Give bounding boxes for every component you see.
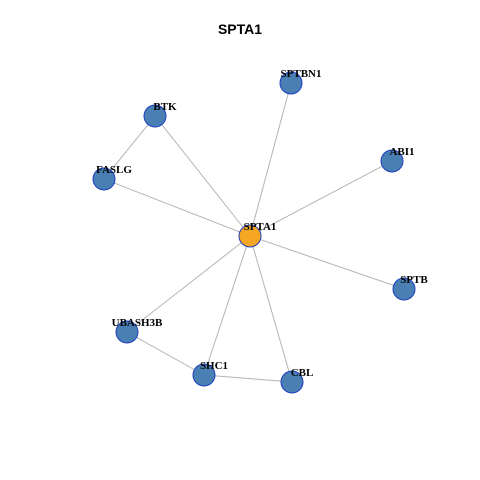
node-label-cbl: CBL: [291, 367, 314, 379]
node-circle-ubash3b: [115, 320, 139, 344]
node-abi1: ABI1: [380, 146, 415, 173]
edge-spta1-shc1: [203, 235, 251, 376]
edge-shc1-cbl: [203, 374, 293, 383]
node-label-faslg: FASLG: [96, 164, 132, 176]
node-label-shc1: SHC1: [200, 360, 228, 372]
node-label-ubash3b: UBASH3B: [112, 317, 163, 329]
edge-spta1-sptbn1: [249, 82, 292, 237]
node-faslg: FASLG: [92, 164, 132, 191]
node-label-sptb: SPTB: [400, 274, 428, 286]
edge-spta1-abi1: [249, 160, 393, 237]
node-spta1: SPTA1: [238, 221, 277, 248]
node-label-abi1: ABI1: [389, 146, 414, 158]
node-ubash3b: UBASH3B: [112, 317, 163, 344]
node-label-sptbn1: SPTBN1: [281, 68, 322, 80]
edge-spta1-faslg: [103, 178, 251, 237]
node-circle-sptb: [392, 277, 416, 301]
node-sptb: SPTB: [392, 274, 428, 301]
node-circle-abi1: [380, 149, 404, 173]
edge-spta1-btk: [154, 115, 251, 237]
node-circle-sptbn1: [279, 71, 303, 95]
chart-title: SPTA1: [217, 21, 263, 37]
node-label-spta1: SPTA1: [244, 221, 277, 233]
node-circle-faslg: [92, 167, 116, 191]
node-circle-cbl: [280, 370, 304, 394]
node-circle-spta1: [238, 224, 262, 248]
edge-spta1-cbl: [249, 235, 293, 383]
node-sptbn1: SPTBN1: [279, 68, 322, 95]
node-label-btk: BTK: [153, 101, 177, 113]
node-circle-shc1: [192, 363, 216, 387]
edge-spta1-sptb: [249, 235, 405, 290]
edge-btk-faslg: [103, 115, 156, 180]
edge-ubash3b-shc1: [126, 331, 205, 376]
node-cbl: CBL: [280, 367, 314, 394]
node-btk: BTK: [143, 101, 177, 128]
node-circle-btk: [143, 104, 167, 128]
node-shc1: SHC1: [192, 360, 228, 387]
edge-spta1-ubash3b: [126, 235, 251, 333]
edge-layer: [103, 82, 405, 383]
